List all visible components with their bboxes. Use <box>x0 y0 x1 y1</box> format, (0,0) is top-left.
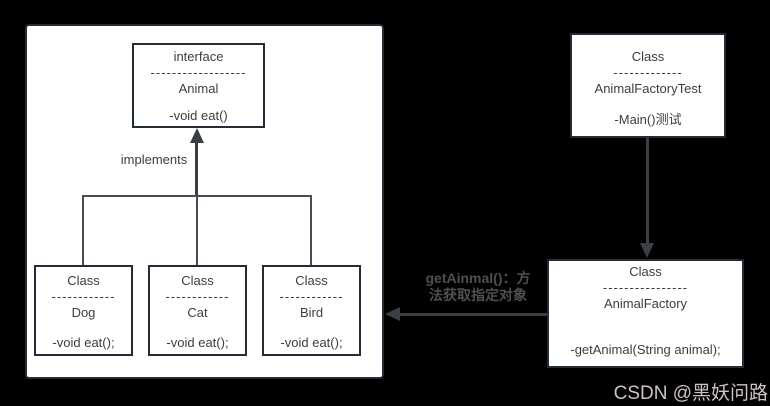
factory-box: Class ---------------- AnimalFactory -ge… <box>547 259 744 368</box>
watermark: CSDN @黑妖问路 <box>613 383 768 404</box>
test-to-factory-arrow-line <box>646 138 649 244</box>
implements-label: implements <box>120 152 188 167</box>
factory-to-classes-arrowhead-icon <box>385 307 400 321</box>
box-name: AnimalFactoryTest <box>594 81 702 96</box>
box-name: Cat <box>187 305 208 320</box>
box-divider: ------------ <box>279 289 344 304</box>
interface-box: interface ------------------ Animal -voi… <box>132 43 265 128</box>
box-divider: ------------------ <box>150 65 247 80</box>
box-name: Animal <box>178 81 219 96</box>
class-box-dog: Class ------------ Dog -void eat(); <box>34 265 133 356</box>
get-animal-arrow-label: getAinmal()：方 法获取指定对象 <box>404 270 552 304</box>
box-kind-label: Class <box>295 273 328 288</box>
box-divider: ------------- <box>613 65 683 80</box>
connector-bird <box>310 195 312 265</box>
box-member: -void eat(); <box>52 335 115 350</box>
test-to-factory-arrowhead-icon <box>640 243 654 258</box>
box-divider: ------------ <box>165 289 230 304</box>
box-name: AnimalFactory <box>603 296 688 311</box>
factory-test-box: Class ------------- AnimalFactoryTest -M… <box>570 33 726 138</box>
box-name: Dog <box>71 305 96 320</box>
arrow-label-line2: 法获取指定对象 <box>429 287 527 303</box>
box-member: -getAnimal(String animal); <box>570 342 721 357</box>
box-kind-label: Class <box>629 264 662 279</box>
arrow-label-line1: getAinmal()：方 <box>425 270 531 286</box>
box-divider: ---------------- <box>602 280 689 295</box>
box-kind-label: Class <box>67 273 100 288</box>
box-kind-label: Class <box>631 49 665 64</box>
box-member: -Main()测试 <box>614 112 682 127</box>
box-member: -void eat() <box>169 108 228 123</box>
box-member: -void eat(); <box>166 335 229 350</box>
class-box-bird: Class ------------ Bird -void eat(); <box>262 265 361 356</box>
box-kind-label: Class <box>181 273 214 288</box>
box-divider: ------------ <box>51 289 116 304</box>
box-member: -void eat(); <box>280 335 343 350</box>
factory-to-classes-arrow-line <box>399 313 547 316</box>
implements-arrow-line <box>195 141 198 196</box>
box-kind-label: interface <box>173 49 224 64</box>
class-box-cat: Class ------------ Cat -void eat(); <box>148 265 247 356</box>
connector-dog <box>82 195 84 265</box>
connector-cat <box>196 195 198 265</box>
box-name: Bird <box>299 305 324 320</box>
implements-arrowhead-icon <box>190 128 204 143</box>
